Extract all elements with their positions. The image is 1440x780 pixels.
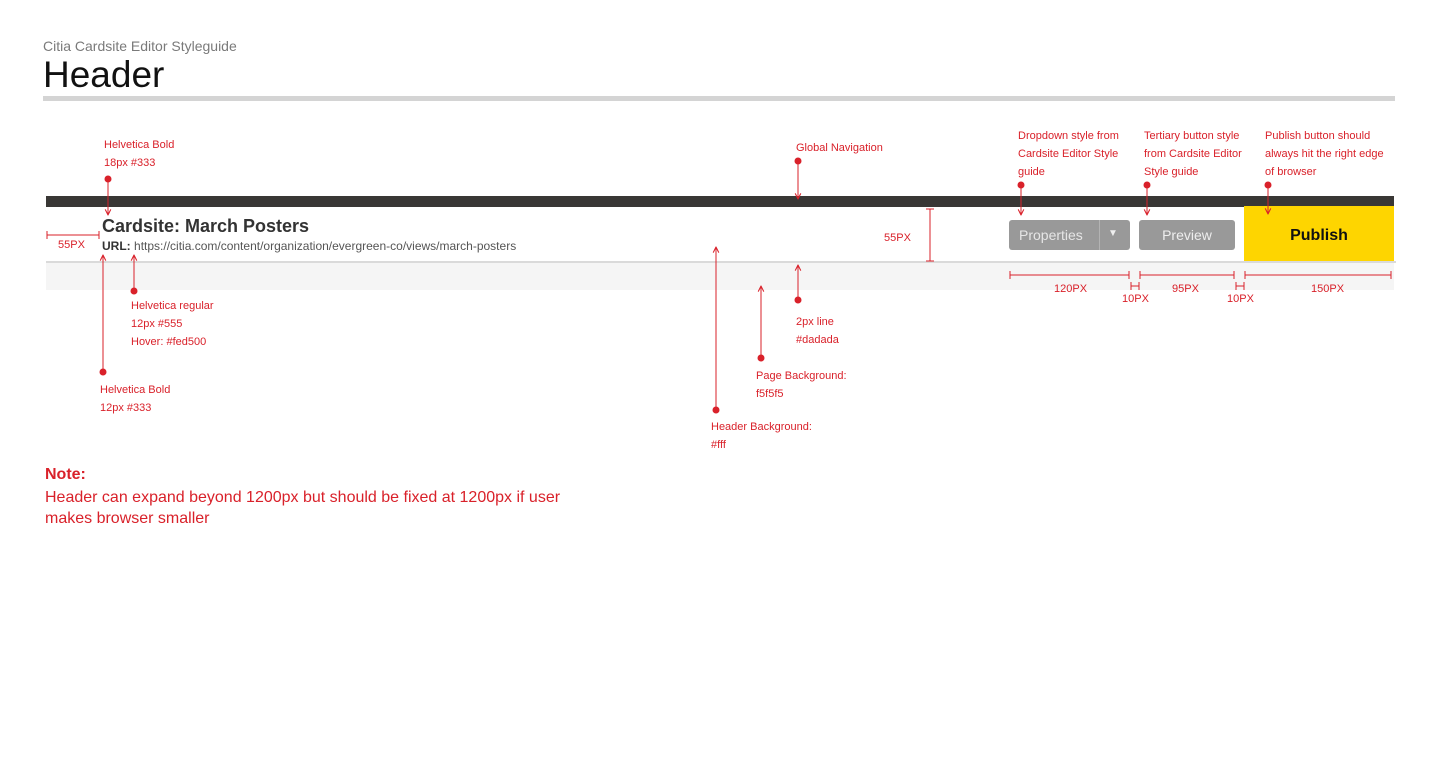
styleguide-subtitle: Citia Cardsite Editor Styleguide bbox=[43, 38, 237, 54]
publish-width-dimension: 150PX bbox=[1311, 283, 1345, 295]
dropdown-divider bbox=[1099, 220, 1100, 250]
publish-style-annotation: Publish button should always hit the rig… bbox=[1265, 130, 1384, 178]
dropdown-style-annotation: Dropdown style from Cardsite Editor Styl… bbox=[1018, 130, 1119, 178]
header-height-dimension: 55PX bbox=[884, 232, 911, 244]
header-bg-annotation: Header Background: #fff bbox=[711, 421, 812, 451]
title-divider bbox=[43, 96, 1395, 101]
page-background bbox=[46, 263, 1394, 290]
gap-2-dimension: 10PX bbox=[1227, 293, 1254, 305]
publish-top-accent bbox=[1244, 206, 1394, 208]
preview-button[interactable]: Preview bbox=[1139, 220, 1235, 250]
note-title: Note: bbox=[45, 466, 86, 483]
dropdown-width-dimension: 120PX bbox=[1054, 283, 1088, 295]
title-font-annotation: Helvetica Bold 18px #333 bbox=[104, 139, 175, 169]
url-font-annotation: Helvetica regular 12px #555 Hover: #fed5… bbox=[131, 300, 214, 348]
cardsite-title: Cardsite: March Posters bbox=[102, 216, 310, 236]
line-annotation: 2px line #dadada bbox=[796, 316, 839, 346]
url-link[interactable]: https://citia.com/content/organization/e… bbox=[134, 239, 517, 253]
properties-dropdown[interactable]: Properties ▼ bbox=[1009, 220, 1130, 250]
global-nav-annotation: Global Navigation bbox=[796, 142, 883, 154]
left-margin-dimension: 55PX bbox=[58, 239, 85, 251]
url-label: URL: bbox=[102, 239, 131, 253]
url-label-font-annotation: Helvetica Bold 12px #333 bbox=[100, 384, 171, 414]
preview-width-dimension: 95PX bbox=[1172, 283, 1199, 295]
page-title: Header bbox=[43, 54, 165, 95]
caret-down-icon[interactable]: ▼ bbox=[1108, 228, 1118, 239]
gap-1-dimension: 10PX bbox=[1122, 293, 1149, 305]
page-bg-annotation: Page Background: f5f5f5 bbox=[756, 370, 847, 400]
dropdown-label: Properties bbox=[1019, 227, 1083, 243]
header-bottom-line bbox=[46, 261, 1396, 263]
global-navigation-bar bbox=[46, 196, 1394, 207]
note-body: Header can expand beyond 1200px but shou… bbox=[45, 489, 561, 527]
tertiary-style-annotation: Tertiary button style from Cardsite Edit… bbox=[1144, 130, 1242, 178]
publish-button[interactable]: Publish bbox=[1244, 208, 1394, 261]
cardsite-url: URL: https://citia.com/content/organizat… bbox=[102, 239, 516, 253]
